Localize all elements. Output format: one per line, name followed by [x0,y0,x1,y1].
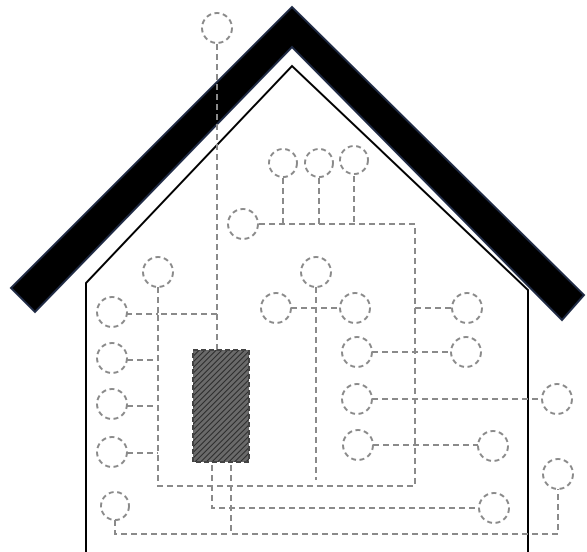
wire-center [291,287,340,480]
breaker-panel [192,349,250,463]
nodes [96,12,574,524]
node-center-top [300,256,332,288]
node-bottom-left [100,491,130,521]
node-right-3a [341,383,373,415]
node-right-3b [541,383,573,415]
node-left-top [142,256,174,288]
node-bottom-right [478,492,510,524]
node-left-4 [96,436,128,468]
node-left-1 [96,296,128,328]
wire-panel-feed-a [211,465,479,509]
node-top-1 [268,148,298,178]
node-upper-left [227,208,259,240]
node-right-4a [342,429,374,461]
node-right-1 [451,292,483,324]
node-center-right [339,292,371,324]
wiring [114,44,559,535]
wire-bottom-left [114,520,231,535]
node-roof-top [201,12,233,44]
node-right-2a [341,336,373,368]
node-left-3 [96,388,128,420]
node-top-2 [304,148,334,178]
node-top-3 [339,145,369,175]
wire-right-branches [372,307,541,446]
node-right-5 [542,458,574,490]
wire-panel-feed-b [230,465,559,535]
wire-left-branches [126,287,159,454]
wire-top-cluster [282,176,355,224]
node-right-2b [450,336,482,368]
node-left-2 [96,342,128,374]
node-center-left [260,292,292,324]
roof [9,5,586,322]
house-outline [85,64,529,552]
node-right-4b [477,430,509,462]
